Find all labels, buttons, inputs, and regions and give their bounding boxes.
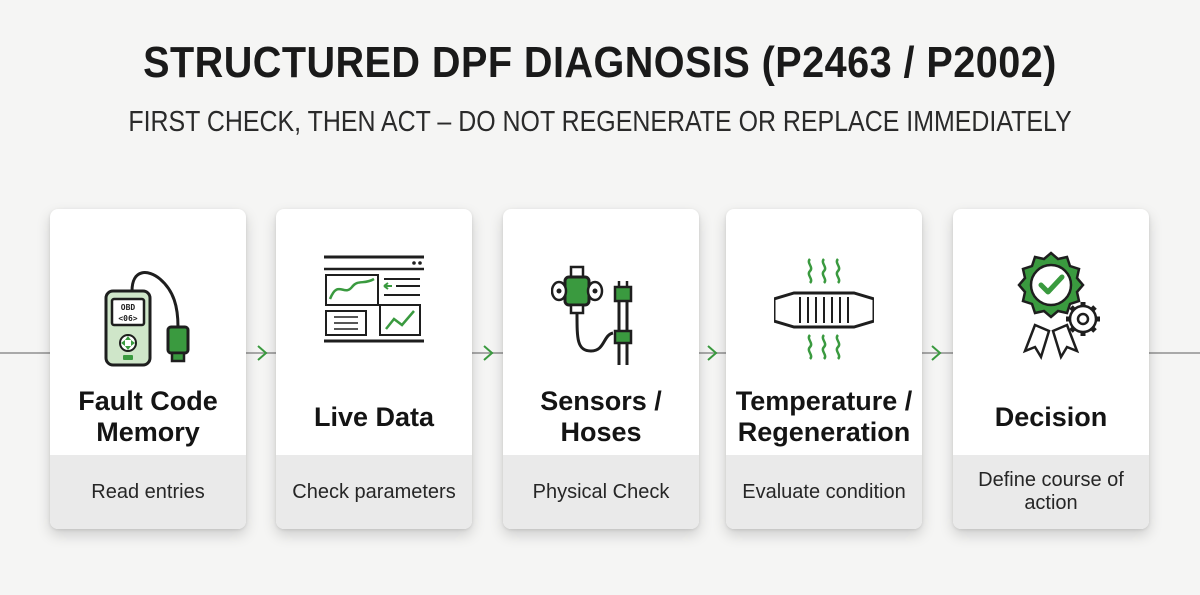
step-title: Decision [994, 401, 1108, 432]
dpf-temperature-icon [774, 258, 874, 360]
step-card-live-data: Live Data Check parameters [276, 209, 472, 529]
step-description: Check parameters [276, 455, 472, 529]
obd-scanner-icon: OBD <06> [104, 271, 190, 367]
step-card-temperature-regeneration: Temperature / Regeneration Evaluate cond… [726, 209, 922, 529]
live-data-chart-icon [324, 255, 424, 343]
chevron-right-icon [931, 345, 942, 361]
page-subtitle: FIRST CHECK, THEN ACT – DO NOT REGENERAT… [128, 106, 1072, 138]
step-description: Read entries [50, 455, 246, 529]
step-description: Define course of action [953, 455, 1149, 529]
step-title: Fault Code Memory [78, 386, 218, 447]
chevron-right-icon [483, 345, 494, 361]
step-title: Live Data [313, 401, 435, 432]
page-title: STRUCTURED DPF DIAGNOSIS (P2463 / P2002) [143, 38, 1057, 87]
step-description: Evaluate condition [726, 455, 922, 529]
step-card-decision: Decision Define course of action [953, 209, 1149, 529]
step-title: Sensors / Hoses [540, 386, 662, 447]
scanner-screen-line-1: OBD [121, 303, 136, 312]
step-card-sensors-hoses: Sensors / Hoses Physical Check [503, 209, 699, 529]
sensor-hoses-icon [551, 265, 633, 365]
chevron-right-icon [257, 345, 268, 361]
scanner-screen-line-2: <06> [118, 314, 137, 323]
chevron-right-icon [707, 345, 718, 361]
step-card-fault-code-memory: OBD <06> Fault Code Memory Read entries [50, 209, 246, 529]
decision-badge-icon [1017, 251, 1100, 361]
step-title: Temperature / Regeneration [735, 386, 913, 447]
step-description: Physical Check [503, 455, 699, 529]
